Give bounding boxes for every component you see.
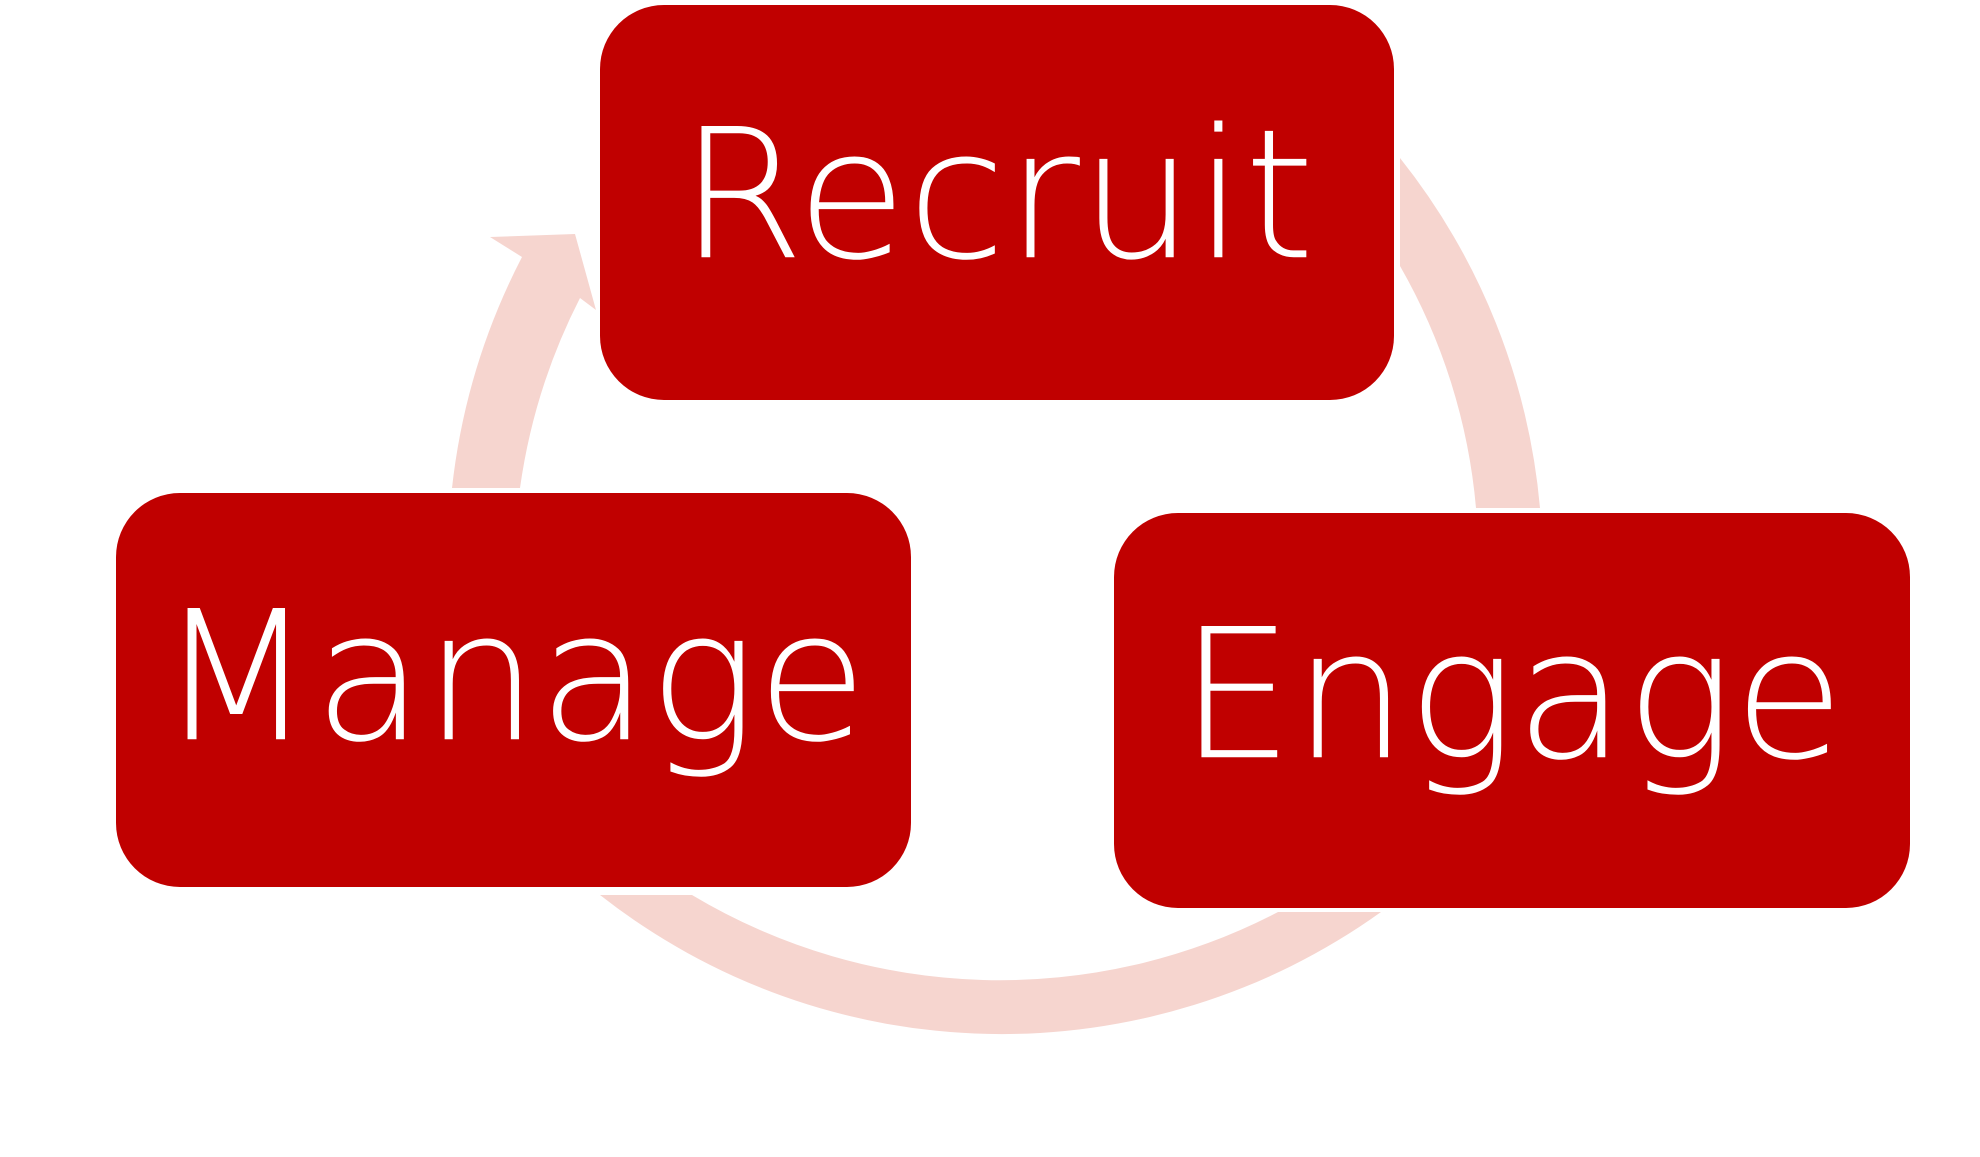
node-manage: Manage xyxy=(116,493,911,887)
node-recruit-label: Recruit xyxy=(679,91,1314,300)
arrow-recruit-to-engage xyxy=(1400,158,1540,508)
arrow-engage-to-manage xyxy=(600,895,1381,1035)
node-recruit: Recruit xyxy=(600,5,1394,400)
node-recruit-box xyxy=(600,5,1394,400)
node-manage-box xyxy=(116,493,911,887)
node-engage-box xyxy=(1114,513,1910,908)
node-engage: Engage xyxy=(1114,513,1910,908)
node-engage-label: Engage xyxy=(1180,591,1845,800)
arrow-manage-to-recruit xyxy=(452,234,596,488)
node-manage-label: Manage xyxy=(159,573,868,782)
